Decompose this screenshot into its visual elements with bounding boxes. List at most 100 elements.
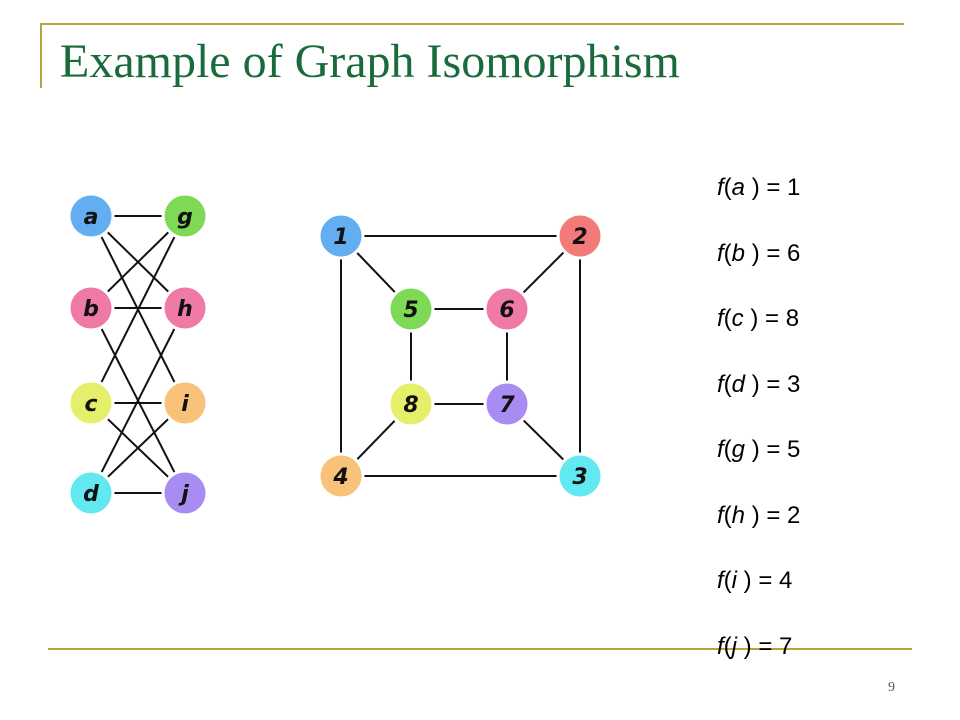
mapping-open-paren: ( [723,305,732,332]
right-node-3: 3 [556,452,604,500]
mapping-value: = 4 [751,567,793,594]
left-graph-nodes: a g b h c i d j [67,192,209,517]
mapping-item-b: f(b ) = 6 [717,232,800,298]
mapping-value: = 1 [759,174,801,201]
right-node-circle [483,285,531,333]
mapping-open-paren: ( [723,567,732,594]
right-node-label: 1 [333,225,348,250]
right-node-label: 5 [403,298,418,323]
right-node-1: 1 [317,212,365,260]
mapping-argument: b [731,239,746,267]
mapping-argument: i [731,567,738,594]
left-node-label: j [178,482,189,507]
mapping-close-paren: ) [745,174,760,201]
left-node-circle [67,379,115,427]
left-node-g: g [161,192,209,240]
mapping-value: = 2 [759,501,801,529]
left-node-j: j [161,469,209,517]
mapping-item-d: f(d ) = 3 [717,363,800,429]
mapping-function-symbol: f [717,370,724,398]
left-edge-c-g [90,215,186,404]
mapping-close-paren: ) [745,239,760,267]
mapping-item-g: f(g ) = 5 [717,428,800,494]
left-node-label: i [181,392,189,417]
footer-rule [48,648,912,650]
left-edge-d-h [90,307,186,494]
mapping-open-paren: ( [723,632,732,660]
left-node-circle [161,379,209,427]
right-node-7: 7 [483,380,531,428]
mapping-close-paren: ) [745,436,760,463]
mapping-function-symbol: f [717,305,724,332]
left-node-circle [161,192,209,240]
right-node-6: 6 [483,285,531,333]
left-graph-edges [90,215,186,494]
left-node-circle [161,284,209,332]
mapping-item-a: f(a ) = 1 [717,166,800,232]
mapping-argument: c [731,305,744,332]
mapping-open-paren: ( [723,370,732,398]
mapping-function-symbol: f [717,567,724,594]
right-node-label: 8 [403,393,418,418]
mapping-open-paren: ( [723,501,732,529]
left-node-a: a [67,192,115,240]
left-node-label: c [84,392,97,417]
right-node-circle [387,285,435,333]
right-node-circle [483,380,531,428]
right-node-label: 3 [572,465,587,490]
mapping-argument: d [731,370,746,398]
mapping-function-symbol: f [717,501,724,529]
left-node-circle [67,469,115,517]
page-number: 9 [888,680,895,695]
mapping-value: = 8 [758,305,800,332]
mapping-open-paren: ( [723,436,732,463]
mapping-argument: h [731,501,746,529]
mapping-close-paren: ) [743,305,759,332]
mapping-value: = 7 [751,632,793,660]
left-node-label: h [177,297,193,322]
right-graph-nodes: 1 2 5 6 8 7 4 3 [317,212,604,500]
right-node-label: 6 [499,298,514,323]
left-node-i: i [161,379,209,427]
mapping-function-symbol: f [717,632,724,660]
left-node-circle [67,284,115,332]
left-node-h: h [161,284,209,332]
mapping-value: = 3 [759,370,801,398]
mapping-function-symbol: f [717,174,724,201]
mapping-argument: a [731,174,746,201]
mapping-function-symbol: f [717,436,724,463]
mapping-open-paren: ( [723,174,732,201]
left-node-b: b [67,284,115,332]
right-node-label: 2 [572,225,587,250]
right-node-circle [317,452,365,500]
graphs-figure: a g b h c i d j 1 2 5 6 8 7 4 3 [67,192,604,517]
mapping-close-paren: ) [745,370,760,398]
mapping-argument: g [731,436,746,463]
left-node-label: g [177,205,193,230]
left-node-d: d [67,469,115,517]
left-node-circle [67,192,115,240]
mapping-close-paren: ) [745,501,760,529]
mapping-item-c: f(c ) = 8 [717,297,800,363]
slide-title: Example of Graph Isomorphism [60,35,680,88]
title-rule-horizontal [40,23,904,25]
mapping-value: = 5 [759,436,801,463]
mapping-open-paren: ( [723,239,732,267]
title-rule-vertical [40,24,42,88]
left-node-label: b [83,297,99,322]
left-node-c: c [67,379,115,427]
left-node-label: d [83,482,99,507]
right-node-4: 4 [317,452,365,500]
left-node-circle [161,469,209,517]
right-node-8: 8 [387,380,435,428]
right-node-circle [387,380,435,428]
mapping-item-i: f(i ) = 4 [717,559,800,625]
right-node-circle [556,212,604,260]
mapping-item-j: f(j ) = 7 [717,625,800,691]
right-node-5: 5 [387,285,435,333]
right-node-label: 7 [499,393,515,418]
right-node-circle [556,452,604,500]
right-graph-edges [340,235,581,477]
mapping-value: = 6 [759,239,801,267]
